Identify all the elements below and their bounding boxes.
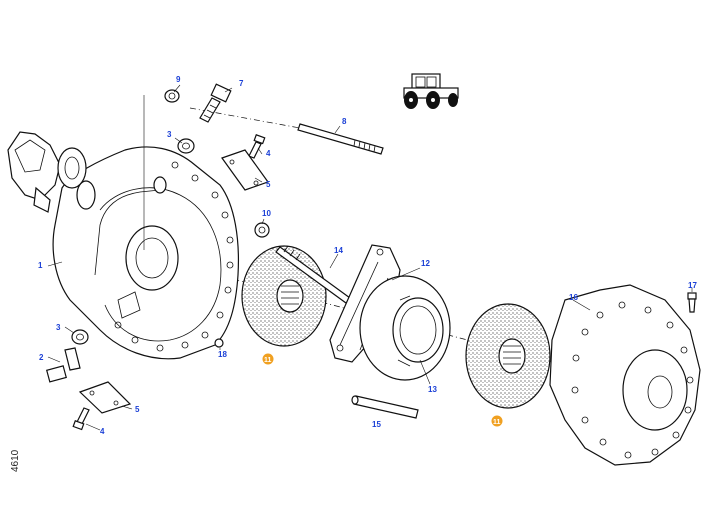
callout-3-top: 3 — [167, 130, 172, 139]
callout-8: 8 — [342, 117, 347, 126]
bolt-part-4-bottom — [72, 407, 90, 431]
callout-10: 10 — [262, 209, 271, 218]
callout-13: 13 — [428, 385, 437, 394]
callout-11-right-badge — [491, 415, 503, 427]
bolt-part-17 — [687, 292, 697, 313]
callout-9: 9 — [176, 75, 181, 84]
nut-part-10 — [254, 222, 270, 238]
bolt-part-7 — [199, 83, 232, 123]
stud-part-8 — [297, 123, 384, 155]
callout-2: 2 — [39, 353, 44, 362]
callout-5-bottom: 5 — [135, 405, 140, 414]
callout-16: 16 — [569, 293, 578, 302]
brake-disc-part-11-left — [241, 245, 327, 347]
callout-14: 14 — [334, 246, 343, 255]
washer-part-3-top — [177, 138, 195, 154]
callout-5-top: 5 — [266, 180, 271, 189]
cover-part-16 — [549, 284, 701, 466]
pin-part-15 — [351, 395, 419, 419]
callout-1: 1 — [38, 261, 43, 270]
flange-block — [7, 131, 87, 213]
callout-11-left-badge — [262, 353, 274, 365]
callout-4-top: 4 — [266, 149, 271, 158]
washer-part-3-bottom — [71, 329, 89, 345]
brake-housing-part-13 — [359, 275, 451, 381]
callout-17: 17 — [688, 281, 697, 290]
callout-11-left: 11 — [264, 357, 272, 364]
callout-3-bottom: 3 — [56, 323, 61, 332]
tractor-icon — [403, 73, 459, 109]
brake-disc-part-11-right — [465, 303, 551, 409]
callout-4-bottom: 4 — [100, 427, 105, 436]
callout-18: 18 — [218, 350, 227, 359]
drawing-code: 4610 — [10, 449, 21, 472]
housing-part-1 — [52, 146, 239, 360]
leader-lines — [47, 84, 693, 431]
plug-part-18 — [214, 338, 224, 348]
callouts: 1 2 3 3 4 4 5 5 7 8 9 10 11 11 12 13 14 … — [38, 75, 697, 436]
bolt-part-4-top — [248, 134, 266, 159]
callout-11-right: 11 — [493, 419, 501, 426]
callout-7: 7 — [239, 79, 244, 88]
plate-part-5-top — [221, 149, 269, 191]
callout-12: 12 — [421, 259, 430, 268]
plate-part-5-bottom — [78, 381, 132, 414]
bolt-part-2 — [45, 347, 81, 383]
nut-part-9 — [164, 89, 180, 103]
callout-15: 15 — [372, 420, 381, 429]
